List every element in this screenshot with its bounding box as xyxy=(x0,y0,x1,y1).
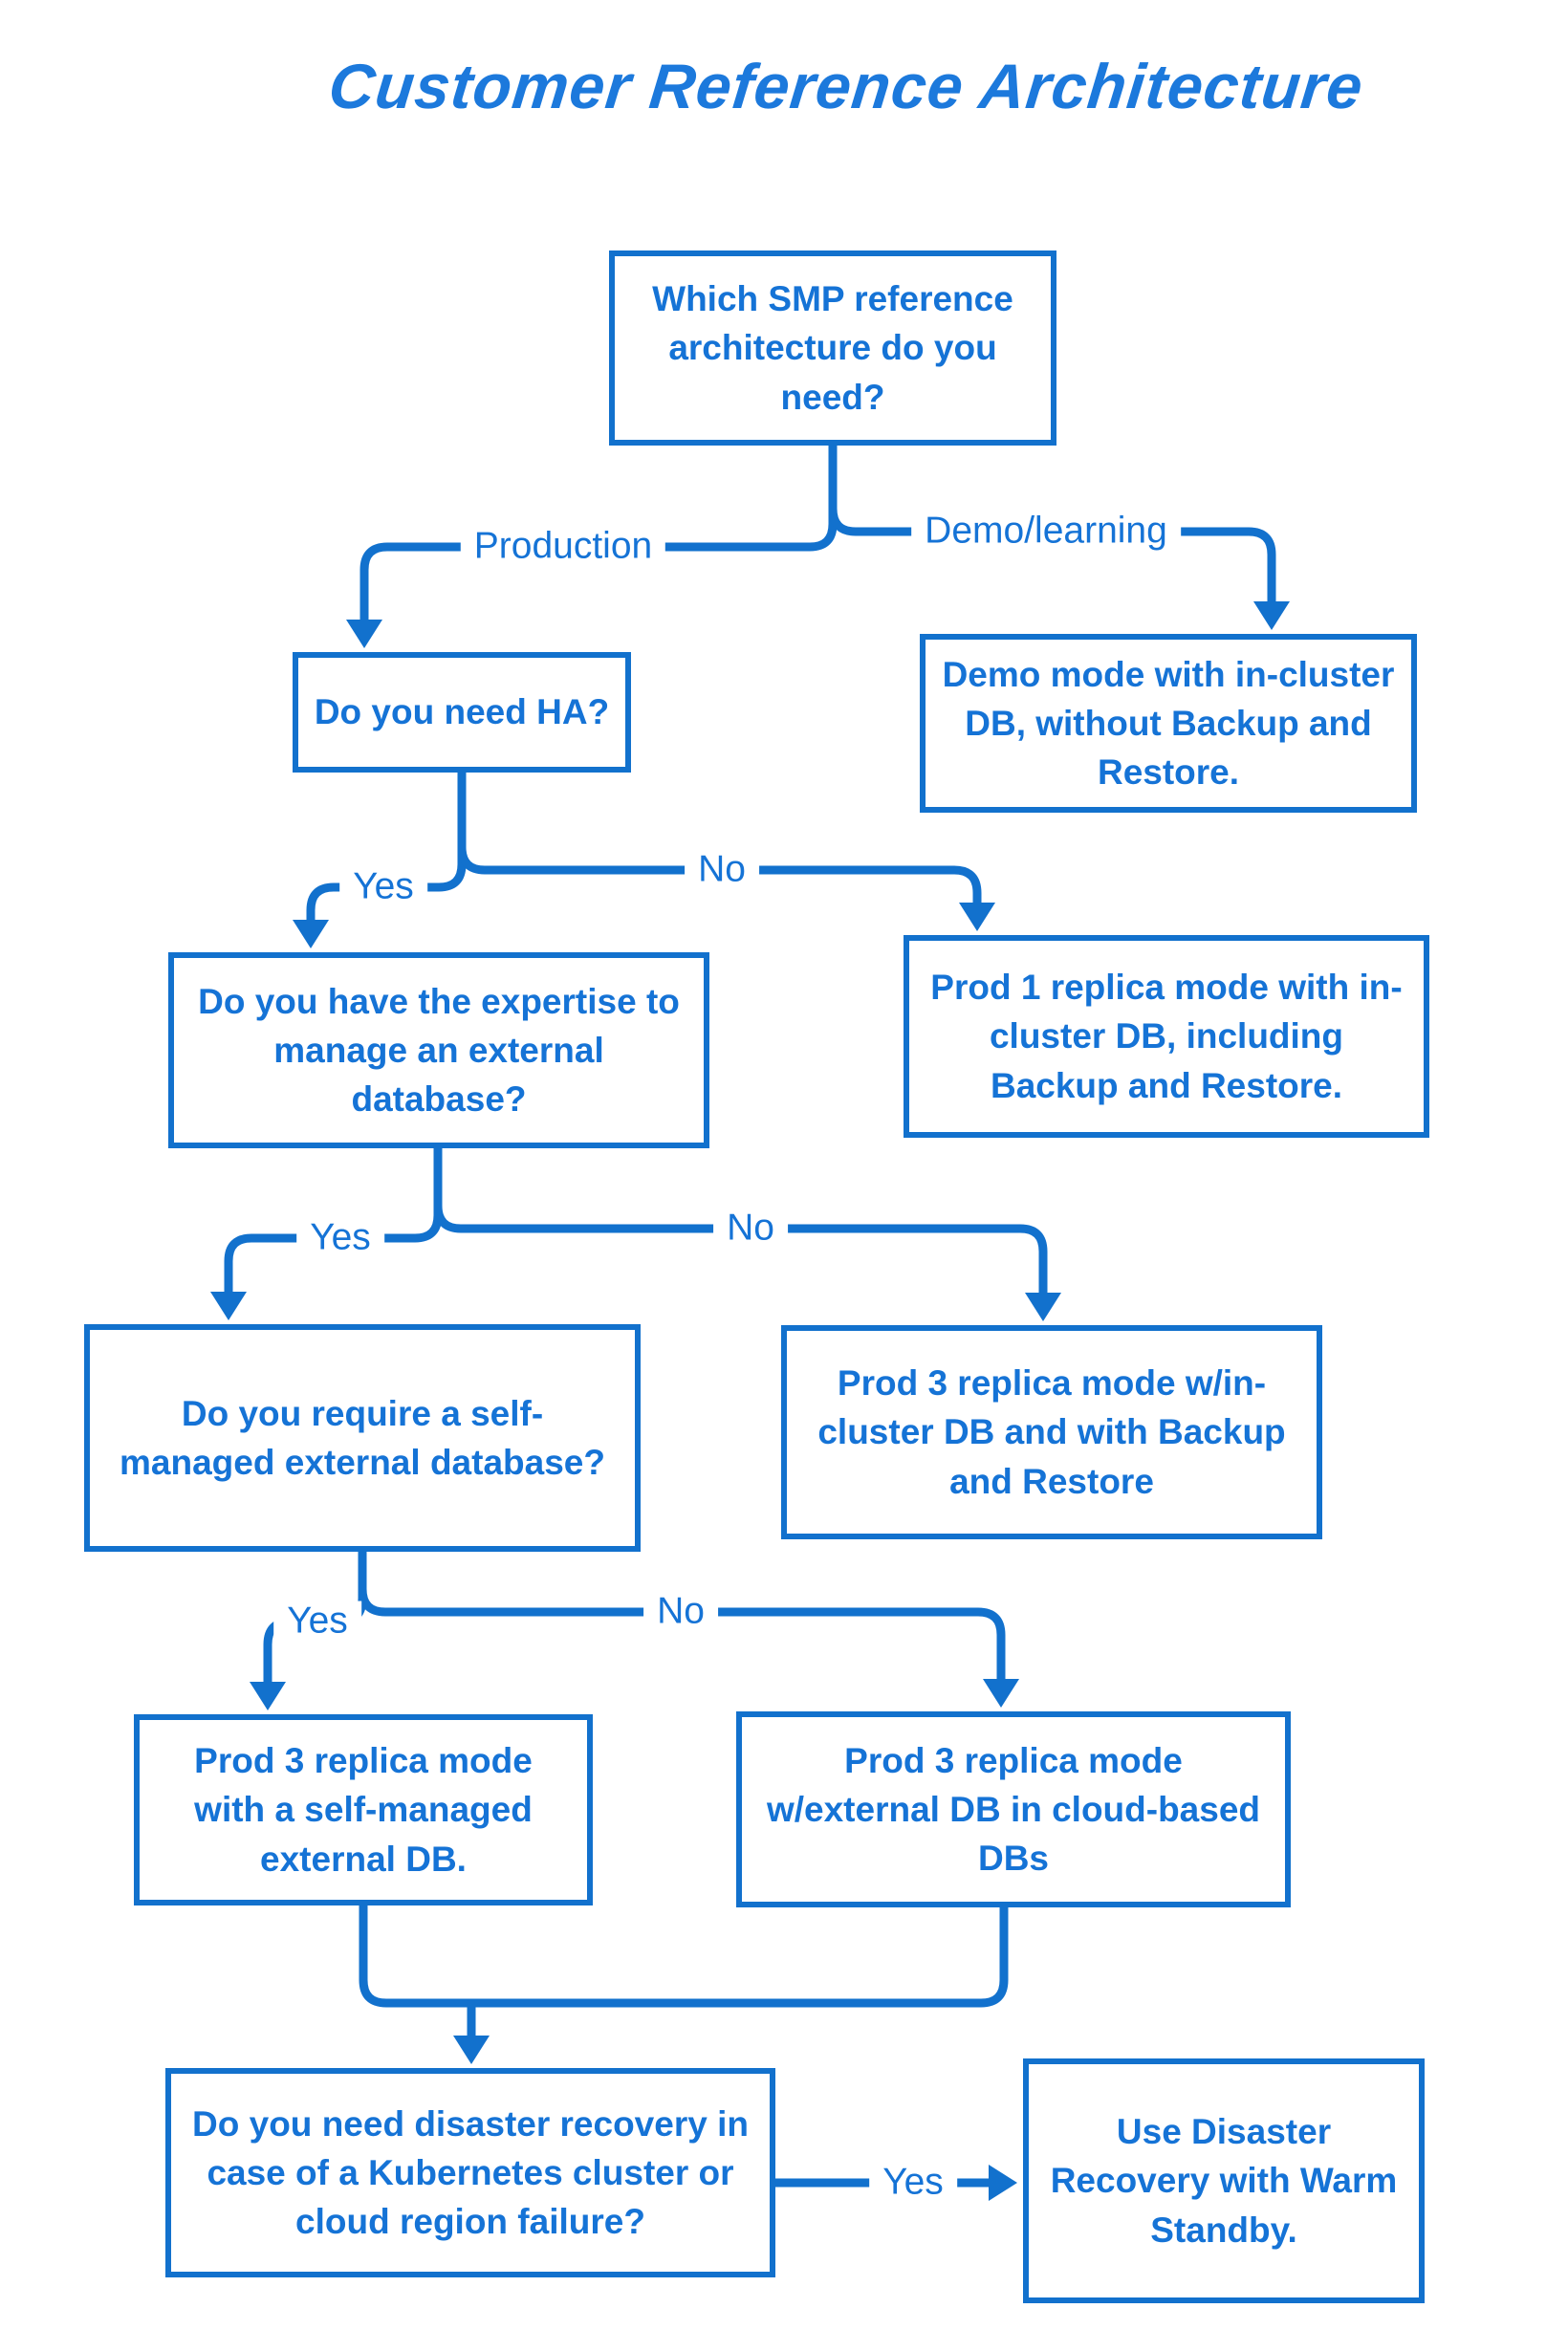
node-warm-standby-result: Use Disaster Recovery with Warm Standby. xyxy=(1023,2058,1425,2303)
edge-label-expertise-no: No xyxy=(713,1208,788,1250)
arrowhead-merge xyxy=(453,2036,490,2064)
arrowhead-ha-no xyxy=(959,903,995,931)
edge-label-demo-learning: Demo/learning xyxy=(911,511,1181,553)
node-need-ha-question: Do you need HA? xyxy=(293,652,631,773)
arrowhead-ha-yes xyxy=(293,920,329,948)
edge-merge-right xyxy=(467,1903,1009,2008)
node-prod3-cloud-result: Prod 3 replica mode w/external DB in clo… xyxy=(736,1711,1291,1907)
edge-merge-left xyxy=(359,1901,476,2044)
node-prod3-self-managed-result: Prod 3 replica mode with a self-managed … xyxy=(134,1714,593,1905)
edge-label-dr-yes: Yes xyxy=(869,2162,957,2204)
edge-label-selfmanaged-no: No xyxy=(643,1591,718,1633)
arrowhead-demo xyxy=(1253,601,1290,630)
node-expertise-question: Do you have the expertise to manage an e… xyxy=(168,952,709,1148)
arrowhead-selfmanaged-no xyxy=(983,1679,1019,1708)
node-disaster-recovery-question: Do you need disaster recovery in case of… xyxy=(165,2068,775,2277)
node-prod3-incluster-result: Prod 3 replica mode w/in-cluster DB and … xyxy=(781,1325,1322,1539)
node-root-question: Which SMP reference architecture do you … xyxy=(609,250,1056,446)
edge-label-ha-no: No xyxy=(685,849,759,891)
edge-label-expertise-yes: Yes xyxy=(296,1217,384,1259)
node-self-managed-question: Do you require a self-managed external d… xyxy=(84,1324,641,1552)
node-prod1-incluster-result: Prod 1 replica mode with in-cluster DB, … xyxy=(904,935,1429,1138)
node-demo-mode-result: Demo mode with in-cluster DB, without Ba… xyxy=(920,634,1417,813)
arrowhead-dr-yes xyxy=(989,2165,1017,2201)
edge-label-selfmanaged-yes: Yes xyxy=(273,1601,361,1643)
arrowhead-expertise-no xyxy=(1025,1293,1061,1321)
arrowhead-selfmanaged-yes xyxy=(250,1682,286,1710)
arrowhead-expertise-yes xyxy=(210,1292,247,1320)
arrowhead-production xyxy=(346,620,382,648)
edge-label-production: Production xyxy=(460,526,666,568)
edge-label-ha-yes: Yes xyxy=(339,866,427,908)
